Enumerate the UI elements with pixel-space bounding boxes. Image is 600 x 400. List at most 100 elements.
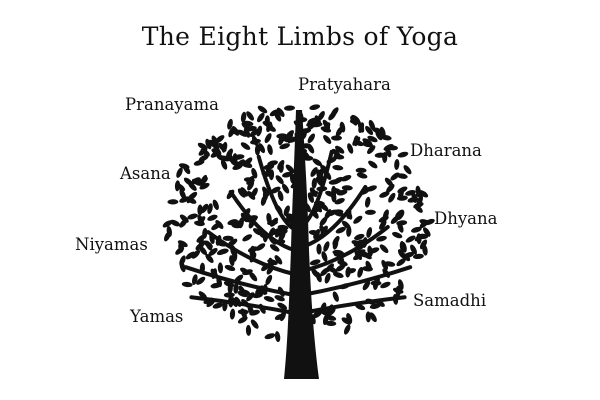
leaf: [178, 163, 190, 169]
leaf: [397, 151, 409, 158]
leaf: [249, 128, 259, 138]
leaf: [267, 160, 278, 167]
leaf: [210, 150, 221, 158]
leaf: [205, 254, 214, 263]
leaf: [179, 261, 186, 273]
leaf: [379, 244, 389, 254]
leaf: [232, 163, 243, 171]
leaf: [274, 239, 286, 245]
leaf: [234, 296, 242, 307]
leaf: [249, 272, 258, 282]
leaf: [179, 218, 188, 228]
leaf: [249, 309, 260, 316]
leaf: [227, 238, 238, 247]
leaf: [209, 233, 215, 245]
leaf: [174, 180, 181, 192]
leaf: [312, 309, 323, 318]
leaf: [205, 240, 213, 251]
leaf: [382, 209, 389, 220]
leaf: [365, 125, 374, 136]
leaf: [162, 220, 173, 228]
leaf: [368, 247, 380, 254]
leaf: [200, 203, 209, 214]
branch: [228, 189, 296, 252]
leaf: [229, 308, 236, 320]
leaf: [230, 296, 238, 308]
leaf: [262, 231, 269, 243]
leaf: [316, 169, 322, 181]
leaf: [345, 266, 351, 278]
leaf: [191, 249, 201, 259]
leaf: [366, 227, 373, 238]
leaf: [281, 183, 290, 194]
leaf: [369, 303, 381, 309]
leaf: [183, 177, 193, 186]
leaf: [242, 234, 253, 242]
leaf: [270, 186, 281, 194]
leaf: [210, 282, 222, 289]
leaf: [362, 280, 371, 291]
leaf: [414, 204, 423, 213]
leaf: [339, 283, 350, 290]
leaf: [202, 227, 208, 239]
leaf: [418, 190, 429, 198]
leaf: [341, 317, 352, 325]
leaf: [355, 249, 366, 256]
leaf: [274, 295, 285, 302]
leaf: [319, 309, 331, 317]
leaf: [277, 224, 289, 231]
leaf: [325, 315, 337, 321]
leaf: [326, 157, 337, 164]
leaf: [379, 220, 387, 230]
leaf: [396, 173, 408, 179]
leaf: [364, 196, 371, 208]
leaf: [323, 135, 332, 144]
leaf: [354, 233, 365, 241]
leaf: [196, 276, 206, 285]
leaf: [368, 160, 378, 169]
leaf: [187, 213, 198, 220]
leaf: [199, 262, 206, 274]
leaf: [346, 208, 352, 220]
leaf: [392, 293, 399, 305]
leaf: [422, 227, 431, 237]
leaf: [257, 105, 268, 114]
leaf: [230, 246, 237, 257]
leaf: [309, 104, 321, 111]
leaf: [283, 205, 290, 216]
leaf: [356, 172, 368, 179]
leaf: [316, 243, 322, 255]
leaf: [278, 161, 284, 173]
leaf: [196, 216, 206, 225]
leaf: [337, 260, 348, 267]
leaf: [274, 111, 282, 122]
leaf: [262, 120, 273, 128]
leaf: [403, 251, 415, 259]
diagram-title: The Eight Limbs of Yoga: [141, 22, 459, 51]
leaf: [368, 119, 376, 131]
leaf: [396, 258, 406, 267]
leaf: [410, 244, 417, 255]
leaf: [237, 188, 246, 198]
leaf: [267, 220, 278, 226]
leaf: [225, 148, 234, 159]
leaf: [241, 298, 250, 308]
leaf: [357, 122, 365, 133]
leaf: [311, 268, 320, 278]
leaf: [264, 133, 272, 144]
leaf: [335, 226, 346, 234]
leaf: [284, 105, 295, 111]
leaf: [242, 269, 253, 276]
leaf: [198, 154, 209, 162]
leaf: [197, 142, 208, 150]
leaf: [222, 300, 228, 312]
leaf: [227, 118, 233, 130]
leaf: [254, 144, 261, 156]
leaf: [353, 135, 359, 147]
leaf: [317, 110, 325, 121]
leaf: [307, 117, 318, 124]
leaf: [395, 285, 401, 297]
leaf: [221, 141, 228, 153]
leaf: [321, 251, 328, 262]
leaf: [274, 331, 281, 343]
